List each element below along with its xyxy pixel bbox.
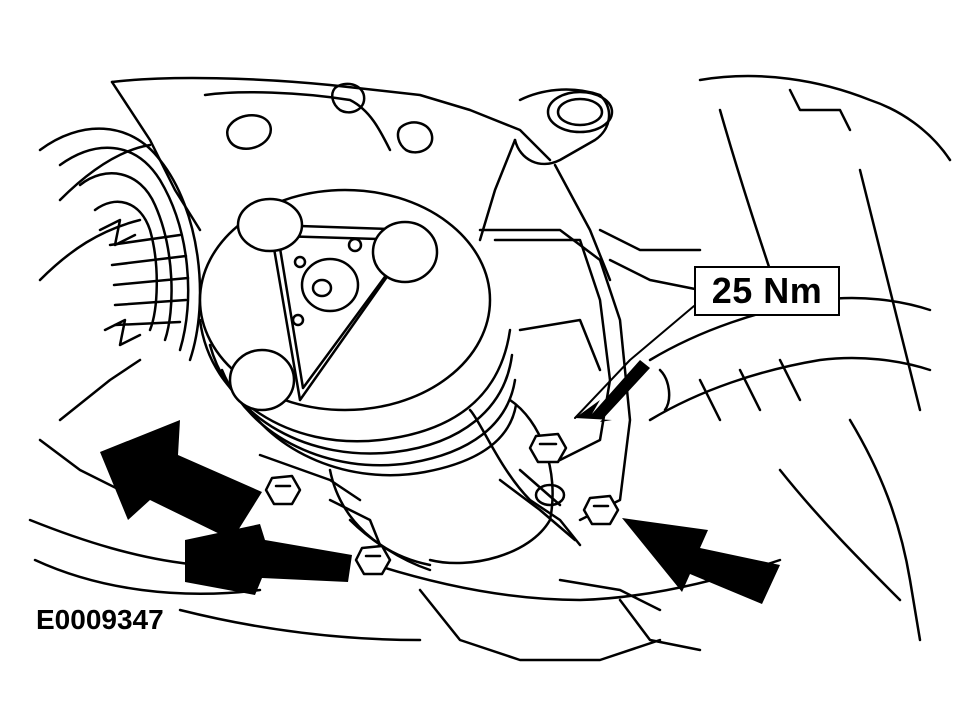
figure-id-label: E0009347 <box>36 604 164 635</box>
callout-leader-line <box>574 305 695 419</box>
right-chassis-outline <box>648 74 952 642</box>
crankshaft-pulley <box>38 127 202 362</box>
arrow-to-bolt-right-lower <box>622 518 780 604</box>
torque-callout-box: 25 Nm <box>694 266 840 316</box>
ac-compressor <box>198 188 632 567</box>
arrow-to-bolt-left-lower <box>185 524 352 595</box>
coolant-hose-outline <box>478 88 702 292</box>
bolt-left-upper <box>264 474 302 506</box>
torque-value-label: 25 Nm <box>711 270 823 311</box>
engine-block-outline <box>28 76 552 595</box>
arrow-to-bolt-left-upper <box>100 420 262 540</box>
bolt-torqued <box>528 432 568 464</box>
bolt-left-lower <box>354 544 392 576</box>
arrow-to-bolt-torqued <box>575 360 650 422</box>
bolt-right-lower <box>582 494 620 526</box>
